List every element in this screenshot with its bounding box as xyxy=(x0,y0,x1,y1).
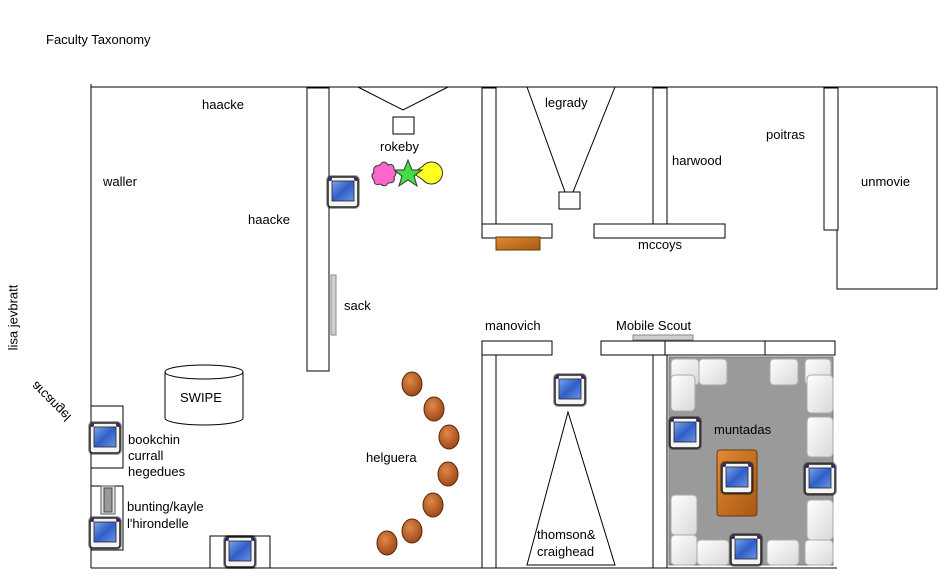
label-haacke-top: haacke xyxy=(202,97,244,112)
legrady-box xyxy=(558,191,581,210)
pacman-icon xyxy=(412,161,443,185)
monitor-icon xyxy=(728,532,764,568)
ball xyxy=(437,461,459,487)
mobile-scout-bar xyxy=(632,334,694,341)
label-helguera: helguera xyxy=(366,450,417,465)
monitor-icon xyxy=(222,534,258,570)
ball xyxy=(401,371,423,397)
monitor-icon xyxy=(552,372,588,408)
ball xyxy=(401,518,423,544)
label-sack: sack xyxy=(344,298,371,313)
label-muntadas: muntadas xyxy=(714,422,772,437)
label-waller: waller xyxy=(103,174,137,189)
projector-top xyxy=(357,86,449,111)
unmovie-room xyxy=(836,86,938,290)
label-swipe: SWIPE xyxy=(180,390,222,405)
label-unmovie: unmovie xyxy=(861,174,911,189)
monitor-icon xyxy=(802,461,838,497)
monitor-icon xyxy=(667,415,703,451)
page-title: Faculty Taxonomy xyxy=(46,32,151,47)
label-poitras: poitras xyxy=(766,127,806,142)
label-thomson-line1: thomson& xyxy=(537,527,596,542)
label-rokeby: rokeby xyxy=(380,139,420,154)
lounge-area xyxy=(668,356,834,566)
ball xyxy=(438,424,460,450)
label-bookchin: bookchin xyxy=(128,432,181,447)
thomson-cone xyxy=(526,410,616,566)
label-lhirondelle: l'hirondelle xyxy=(127,516,189,531)
monitor-icon xyxy=(87,515,123,551)
ball xyxy=(422,492,444,518)
swipe-cylinder xyxy=(164,364,244,426)
bunting-device xyxy=(100,485,116,515)
label-harwood: harwood xyxy=(672,153,722,168)
label-hegedues: hegedues xyxy=(128,464,186,479)
label-legrady: legrady xyxy=(545,95,588,110)
ball xyxy=(376,530,398,556)
monitor-icon xyxy=(325,174,361,210)
monitor-icon xyxy=(719,460,755,496)
ball xyxy=(423,396,445,422)
label-currall: currall xyxy=(128,448,164,463)
label-manovich: manovich xyxy=(485,318,541,333)
label-lisa-jevbratt: lisa jevbratt xyxy=(5,284,21,351)
label-thomson-line2: craighead xyxy=(537,544,595,559)
helguera-balls xyxy=(376,371,460,556)
sack-bar xyxy=(330,274,337,336)
monitor-icon xyxy=(87,420,123,456)
label-mobile-scout: Mobile Scout xyxy=(616,318,692,333)
label-mccoys: mccoys xyxy=(638,237,683,252)
star-icon xyxy=(392,158,424,188)
bench xyxy=(495,236,541,251)
puzzle-icon xyxy=(371,161,397,187)
rokeby-shapes xyxy=(371,158,443,188)
projector-box xyxy=(392,116,415,135)
label-haacke-mid: haacke xyxy=(248,212,290,227)
label-bunting: bunting/kayle xyxy=(127,499,204,514)
